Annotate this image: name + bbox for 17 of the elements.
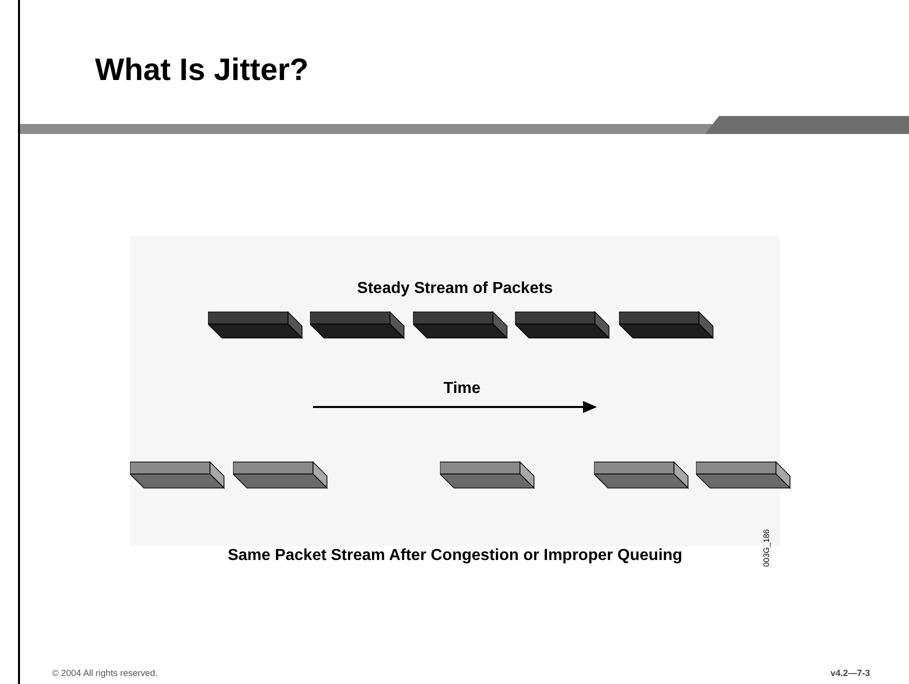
packet-block	[619, 310, 715, 340]
slide-number: v4.2—7-3	[830, 668, 870, 678]
copyright-text: © 2004 All rights reserved.	[52, 668, 158, 678]
packet-block	[310, 310, 406, 340]
packet-block	[440, 460, 536, 490]
packet-block	[413, 310, 509, 340]
packet-block	[233, 460, 329, 490]
row-heading: Same Packet Stream After Congestion or Improper Queuing	[228, 547, 682, 565]
packet-block	[515, 310, 611, 340]
figure-id: 003G_186	[762, 529, 771, 567]
packet-block	[696, 460, 792, 490]
packet-block	[130, 460, 226, 490]
axis-label: Time	[443, 380, 481, 398]
row-heading: Steady Stream of Packets	[357, 280, 553, 298]
packet-block	[594, 460, 690, 490]
slide-title: What Is Jitter?	[95, 52, 309, 88]
packet-block	[208, 310, 304, 340]
